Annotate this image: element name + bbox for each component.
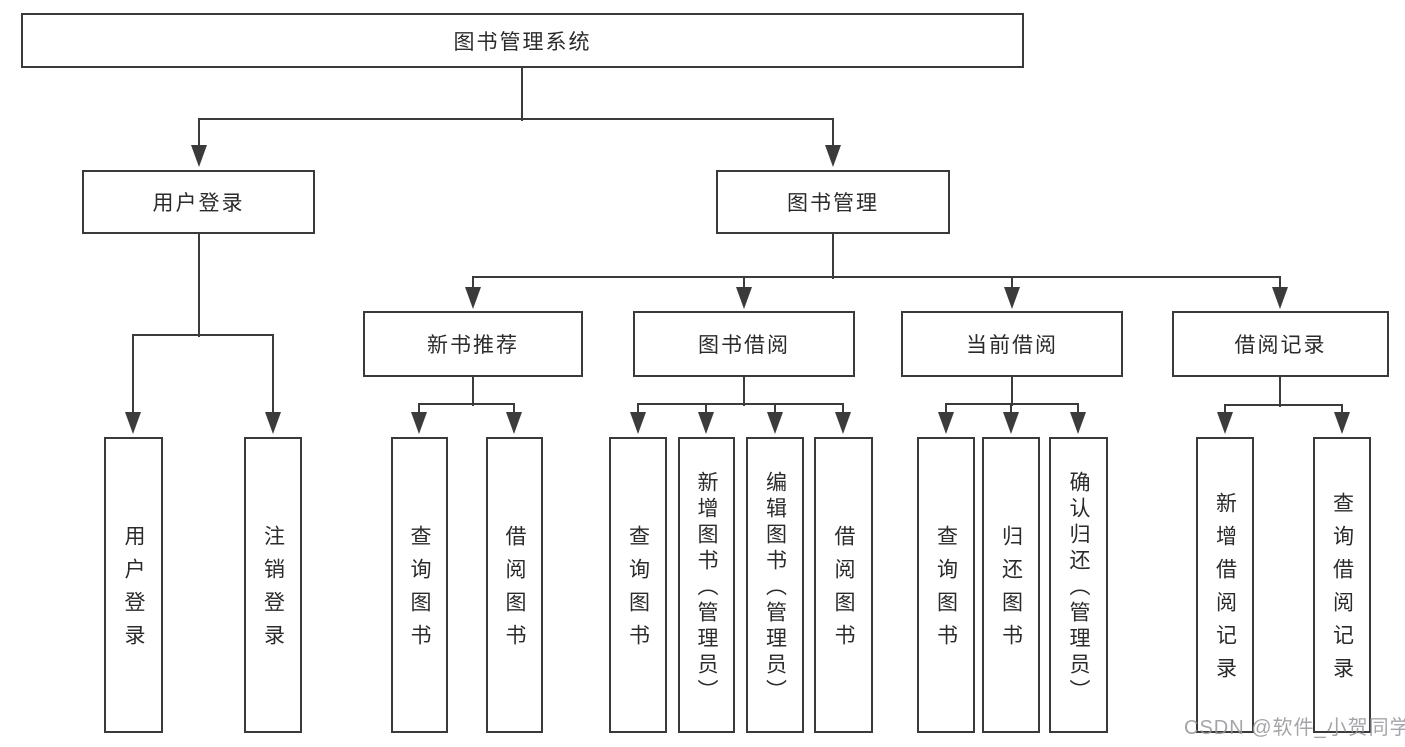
arrow-down-icon — [1272, 287, 1288, 309]
leaf-borrow-add-books-admin-label: 新增图书（管理员） — [695, 470, 718, 705]
arrow-down-icon — [835, 412, 851, 434]
leaf-user-login-label: 用户登录 — [122, 525, 145, 657]
arrow-down-icon — [191, 145, 207, 167]
leaf-current-query-books: 查询图书 — [917, 437, 975, 733]
connector-line — [513, 404, 515, 414]
node-book-management: 图书管理 — [716, 170, 950, 234]
connector-line — [743, 277, 745, 289]
leaf-user-login: 用户登录 — [104, 437, 163, 733]
leaf-current-confirm-return-admin: 确认归还（管理员） — [1049, 437, 1108, 733]
leaf-borrow-borrow-books-label: 借阅图书 — [832, 525, 855, 657]
leaf-newbook-query-books: 查询图书 — [391, 437, 448, 733]
arrow-down-icon — [767, 412, 783, 434]
connector-line — [198, 118, 834, 120]
connector-line — [1224, 405, 1226, 414]
connector-line — [472, 277, 474, 289]
arrow-down-icon — [938, 412, 954, 434]
connector-line — [945, 404, 947, 414]
node-root-label: 图书管理系统 — [453, 30, 592, 54]
connector-line — [418, 403, 515, 405]
arrow-down-icon — [630, 412, 646, 434]
leaf-record-add-borrow-record: 新增借阅记录 — [1196, 437, 1254, 733]
leaf-newbook-borrow-books: 借阅图书 — [486, 437, 543, 733]
connector-line — [743, 376, 745, 406]
node-current-borrowing-label: 当前借阅 — [966, 334, 1058, 357]
leaf-logout-label: 注销登录 — [261, 525, 285, 657]
leaf-borrow-edit-books-admin-label: 编辑图书（管理员） — [763, 470, 787, 705]
node-current-borrowing: 当前借阅 — [901, 311, 1123, 377]
arrow-down-icon — [265, 412, 281, 434]
connector-line — [1341, 405, 1343, 414]
arrow-down-icon — [1334, 412, 1350, 434]
leaf-current-return-books: 归还图书 — [982, 437, 1040, 733]
leaf-borrow-query-books: 查询图书 — [609, 437, 667, 733]
connector-line — [637, 404, 639, 414]
leaf-current-return-books-label: 归还图书 — [999, 525, 1023, 657]
connector-line — [1279, 277, 1281, 289]
leaf-newbook-query-books-label: 查询图书 — [408, 525, 431, 657]
arrow-down-icon — [125, 412, 141, 434]
connector-line — [198, 119, 200, 147]
leaf-record-add-borrow-record-label: 新增借阅记录 — [1213, 492, 1237, 690]
arrow-down-icon — [825, 145, 841, 167]
connector-line — [272, 335, 274, 414]
arrow-down-icon — [1217, 412, 1233, 434]
connector-line — [1011, 376, 1013, 406]
csdn-watermark: CSDN @软件_小贺同学 — [1184, 717, 1405, 739]
connector-line — [832, 119, 834, 147]
connector-line — [705, 404, 707, 414]
arrow-down-icon — [411, 412, 427, 434]
connector-line — [1077, 404, 1079, 414]
node-book-management-label: 图书管理 — [787, 192, 879, 215]
connector-line — [472, 276, 1281, 278]
connector-line — [1224, 404, 1343, 406]
leaf-logout: 注销登录 — [244, 437, 302, 733]
connector-line — [945, 403, 1079, 405]
connector-line — [472, 376, 474, 406]
arrow-down-icon — [1004, 287, 1020, 309]
arrow-down-icon — [736, 287, 752, 309]
node-new-book-recommend-label: 新书推荐 — [427, 334, 519, 357]
node-new-book-recommend: 新书推荐 — [363, 311, 583, 377]
connector-line — [521, 68, 523, 121]
connector-line — [418, 404, 420, 414]
leaf-record-query-borrow-record-label: 查询借阅记录 — [1330, 492, 1354, 690]
node-borrowing-records: 借阅记录 — [1172, 311, 1389, 377]
leaf-current-confirm-return-admin-label: 确认归还（管理员） — [1067, 470, 1090, 705]
connector-line — [1011, 277, 1013, 289]
node-book-borrowing-label: 图书借阅 — [698, 334, 790, 357]
node-user-login: 用户登录 — [82, 170, 315, 234]
connector-line — [637, 403, 844, 405]
connector-line — [198, 233, 200, 337]
connector-line — [132, 334, 274, 336]
node-borrowing-records-label: 借阅记录 — [1234, 334, 1327, 357]
connector-line — [132, 335, 134, 414]
connector-line — [842, 404, 844, 414]
leaf-borrow-edit-books-admin: 编辑图书（管理员） — [746, 437, 804, 733]
arrow-down-icon — [465, 287, 481, 309]
arrow-down-icon — [506, 412, 522, 434]
arrow-down-icon — [1070, 412, 1086, 434]
leaf-borrow-query-books-label: 查询图书 — [626, 525, 650, 657]
arrow-down-icon — [1003, 412, 1019, 434]
connector-line — [832, 233, 834, 279]
connector-line — [774, 404, 776, 414]
connector-line — [1010, 404, 1012, 414]
leaf-borrow-borrow-books: 借阅图书 — [814, 437, 873, 733]
leaf-record-query-borrow-record: 查询借阅记录 — [1313, 437, 1371, 733]
leaf-current-query-books-label: 查询图书 — [934, 525, 958, 657]
arrow-down-icon — [698, 412, 714, 434]
connector-line — [1279, 376, 1281, 407]
leaf-newbook-borrow-books-label: 借阅图书 — [503, 525, 526, 657]
node-root-library-system: 图书管理系统 — [21, 13, 1024, 68]
node-user-login-label: 用户登录 — [152, 192, 245, 215]
leaf-borrow-add-books-admin: 新增图书（管理员） — [678, 437, 735, 733]
node-book-borrowing: 图书借阅 — [633, 311, 855, 377]
